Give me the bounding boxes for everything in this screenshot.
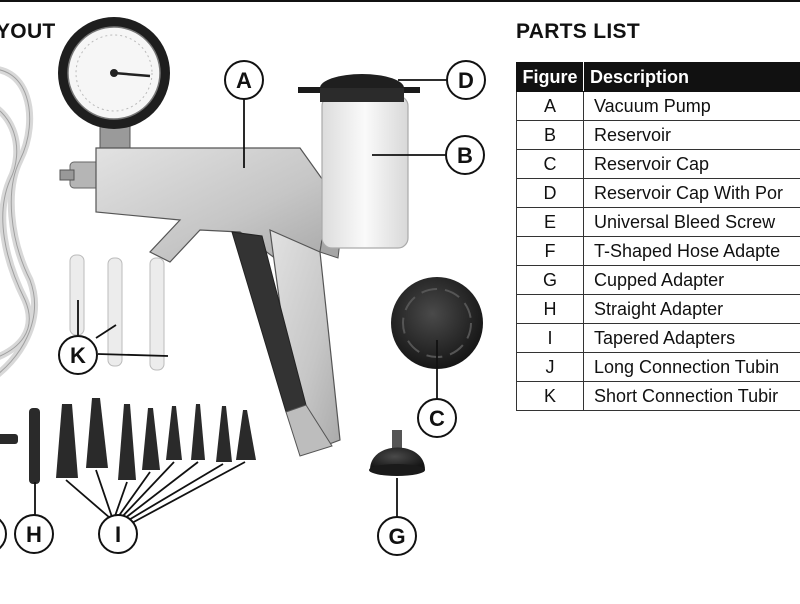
svg-text:A: A: [236, 68, 252, 93]
parts-layout-illustration: A D B K C G H I: [0, 17, 486, 556]
description-cell: Universal Bleed Screw: [583, 207, 800, 237]
figure-cell: I: [516, 323, 584, 353]
description-cell: Short Connection Tubir: [583, 381, 800, 411]
figure-cell: J: [516, 352, 584, 382]
column-header-description: Description: [583, 62, 800, 92]
layout-heading: YOUT: [0, 20, 56, 43]
parts-list-header-row: Figure Description: [516, 62, 800, 92]
description-cell: Vacuum Pump: [583, 91, 800, 121]
column-header-figure: Figure: [516, 62, 584, 92]
figure-cell: F: [516, 236, 584, 266]
description-cell: T-Shaped Hose Adapte: [583, 236, 800, 266]
top-rule: [0, 0, 800, 2]
figure-cell: C: [516, 149, 584, 179]
figure-cell: D: [516, 178, 584, 208]
callout-partial: [0, 518, 7, 550]
callout-g: G: [377, 516, 417, 556]
figure-cell: B: [516, 120, 584, 150]
reservoir-cap-with-port: [298, 74, 420, 102]
svg-text:B: B: [457, 143, 473, 168]
description-cell: Reservoir: [583, 120, 800, 150]
svg-text:D: D: [458, 68, 474, 93]
parts-list-heading: PARTS LIST: [516, 20, 640, 43]
vacuum-pump: [59, 147, 346, 457]
figure-cell: A: [516, 91, 584, 121]
t-shaped-hose-adapter: [0, 434, 18, 444]
description-cell: Reservoir Cap: [583, 149, 800, 179]
tapered-adapters: [56, 398, 256, 480]
description-cell: Cupped Adapter: [583, 265, 800, 295]
straight-adapter: [29, 408, 40, 484]
svg-text:G: G: [388, 524, 405, 549]
callout-d: D: [446, 60, 486, 100]
callout-c: C: [417, 398, 457, 438]
callout-b: B: [445, 135, 485, 175]
figure-cell: G: [516, 265, 584, 295]
description-cell: Long Connection Tubin: [583, 352, 800, 382]
callout-a: A: [224, 60, 264, 100]
vacuum-gauge: [58, 17, 170, 151]
figure-cell: K: [516, 381, 584, 411]
cupped-adapter: [369, 430, 425, 476]
callout-i: I: [98, 514, 138, 554]
description-cell: Reservoir Cap With Por: [583, 178, 800, 208]
reservoir: [321, 95, 409, 249]
svg-text:H: H: [26, 522, 42, 547]
svg-text:K: K: [70, 343, 86, 368]
svg-text:I: I: [115, 522, 121, 547]
figure-cell: H: [516, 294, 584, 324]
callout-leader-lines: [34, 79, 448, 525]
short-connection-tubing: [69, 254, 165, 371]
description-cell: Straight Adapter: [583, 294, 800, 324]
description-cell: Tapered Adapters: [583, 323, 800, 353]
callout-h: H: [14, 514, 54, 554]
figure-cell: E: [516, 207, 584, 237]
svg-text:C: C: [429, 406, 445, 431]
callout-k: K: [58, 335, 98, 375]
